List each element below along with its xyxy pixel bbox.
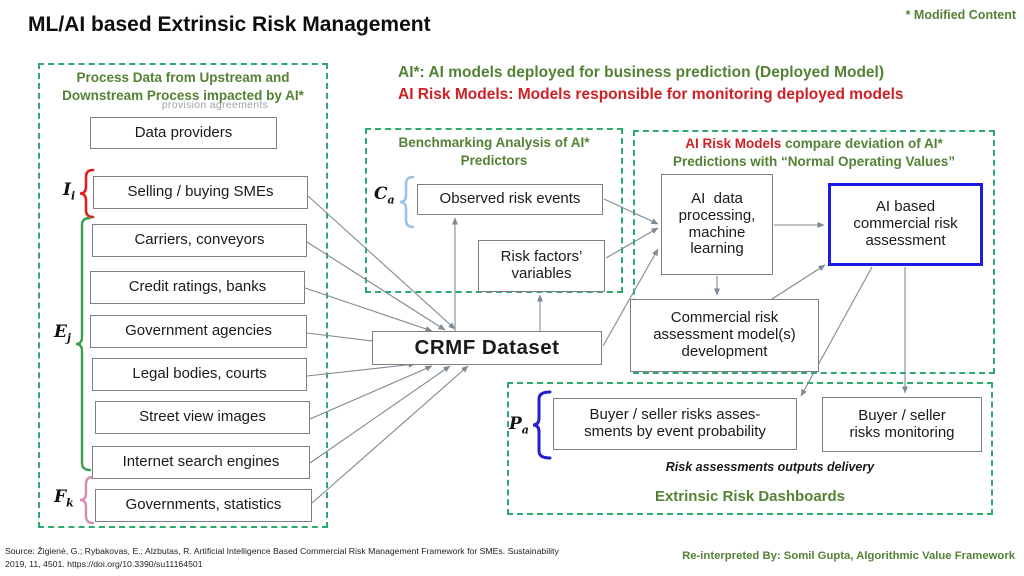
box-buyer-seller-risks-monitoring: Buyer / seller risks monitoring	[822, 397, 982, 452]
curly-brace	[532, 390, 552, 460]
box-government-agencies: Government agencies	[90, 315, 307, 348]
curly-brace	[75, 216, 92, 472]
panel-ai-risk-title-red: AI Risk Models	[685, 136, 782, 151]
box-carriers-conveyors: Carriers, conveyors	[92, 224, 307, 257]
box-crmf-dataset: CRMF Dataset	[372, 331, 602, 365]
box-street-view-images: Street view images	[95, 401, 310, 434]
panel-benchmarking-title-line2: Predictors	[460, 152, 528, 168]
panel-dashboards-title: Extrinsic Risk Dashboards	[654, 488, 846, 505]
box-internet-search-engines: Internet search engines	[92, 446, 310, 479]
box-observed-risk-events: Observed risk events	[417, 184, 603, 215]
box-ai-data-processing: AI data processing, machine learning	[661, 174, 773, 275]
box-buyer-seller-risk-assessments: Buyer / seller risks asses- sments by ev…	[553, 398, 797, 450]
panel-upstream-title-line2: Downstream Process impacted by AI*	[62, 87, 304, 103]
modified-content-note: * Modified Content	[905, 8, 1016, 22]
curly-brace	[399, 175, 415, 229]
panel-upstream-title-line1: Process Data from Upstream and	[76, 70, 290, 85]
outputs-delivery-note: Risk assessments outputs delivery	[665, 460, 875, 474]
source-citation: Source: Žigienė, G.; Rybakovas, E.; Alzb…	[5, 545, 585, 572]
panel-ai-risk-title: AI Risk Models compare deviation of AI* …	[633, 135, 995, 171]
page-title: ML/AI based Extrinsic Risk Management	[28, 13, 431, 36]
curly-brace	[79, 168, 95, 219]
box-legal-bodies-courts: Legal bodies, courts	[92, 358, 307, 391]
panel-ai-risk-title-green: compare deviation of AI*	[781, 136, 943, 151]
box-commercial-risk-model-development: Commercial risk assessment model(s) deve…	[630, 299, 819, 372]
curly-brace	[79, 475, 95, 525]
group-label-Ej: Ej	[54, 322, 71, 345]
legend-risk-models: AI Risk Models: Models responsible for m…	[398, 86, 904, 103]
group-label-Ii: Ii	[63, 180, 76, 203]
source-citation-line1: Source: Žigienė, G.; Rybakovas, E.; Alzb…	[5, 546, 559, 556]
panel-benchmarking-title: Benchmarking Analysis of AI* Predictors	[367, 134, 621, 169]
group-braces	[75, 168, 552, 525]
source-citation-line2: 2019, 11, 4501. https://doi.org/10.3390/…	[5, 559, 203, 570]
panel-benchmarking: Benchmarking Analysis of AI* Predictors	[365, 128, 623, 293]
box-credit-ratings-banks: Credit ratings, banks	[90, 271, 305, 304]
group-label-Ca: Ca	[374, 184, 395, 207]
box-data-providers: Data providers	[90, 117, 277, 149]
box-governments-statistics: Governments, statistics	[95, 489, 312, 522]
panel-upstream-title: Process Data from Upstream and Downstrea…	[40, 69, 326, 104]
box-selling-buying-smes: Selling / buying SMEs	[93, 176, 308, 209]
group-label-Pa: Pa	[509, 414, 529, 437]
panel-ai-risk-title-line2: Predictions with “Normal Operating Value…	[672, 153, 956, 169]
group-label-Fk: Fk	[54, 487, 74, 510]
legend-deployed-model: AI*: AI models deployed for business pre…	[398, 64, 885, 81]
box-ai-based-commercial-risk-assessment: AI based commercial risk assessment	[828, 183, 983, 266]
panel-dashboards	[507, 382, 993, 515]
obscured-provision-agreements-text: provision agreements	[161, 99, 269, 111]
panel-benchmarking-title-line1: Benchmarking Analysis of AI*	[398, 135, 590, 150]
box-risk-factors-variables: Risk factors’ variables	[478, 240, 605, 292]
credit-note: Re-interpreted By: Somil Gupta, Algorith…	[682, 550, 1015, 562]
